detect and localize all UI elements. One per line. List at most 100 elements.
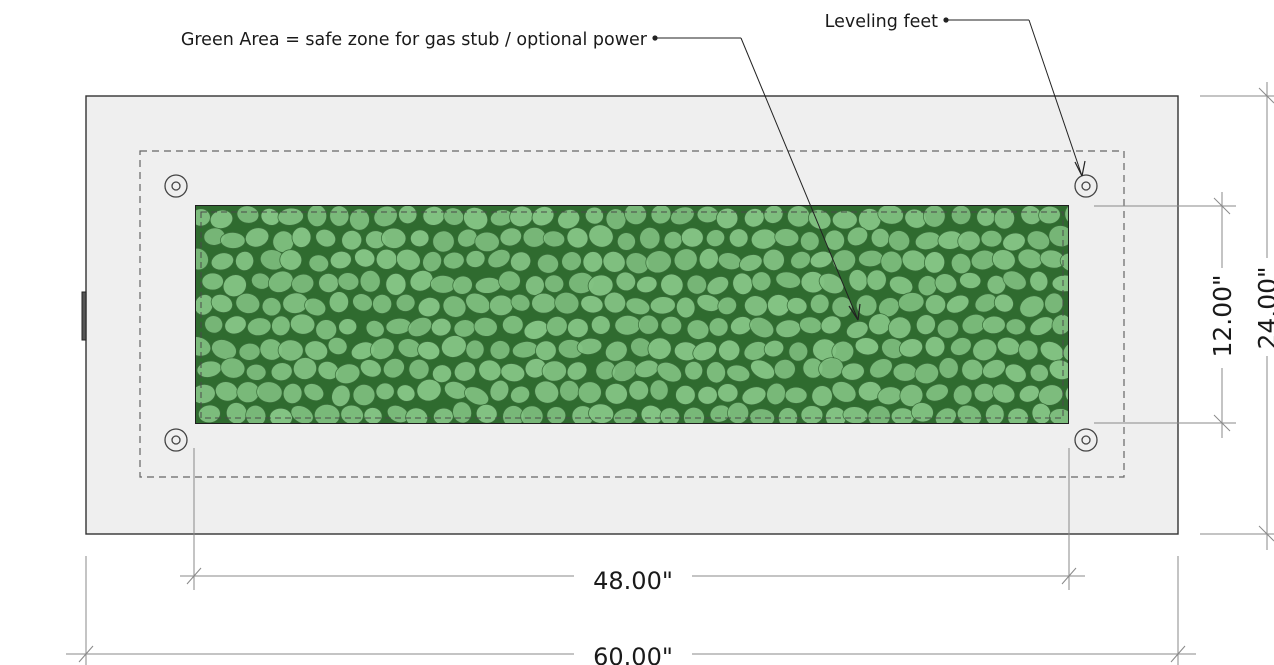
lava-stone xyxy=(683,406,705,423)
lava-stone xyxy=(1018,384,1040,403)
lava-stone xyxy=(1059,252,1068,273)
lava-stone xyxy=(854,337,880,356)
lava-stone xyxy=(775,271,801,289)
lava-stone xyxy=(282,382,303,405)
lava-stone xyxy=(478,359,502,382)
lava-stone xyxy=(525,275,545,296)
lava-stone xyxy=(934,273,958,294)
frame-outline xyxy=(139,150,1125,478)
lava-stone xyxy=(409,269,434,292)
lava-stone xyxy=(541,360,567,382)
lava-stone xyxy=(489,340,511,360)
lava-stone xyxy=(566,361,588,381)
lava-stone xyxy=(277,339,304,362)
lava-stone xyxy=(453,361,477,382)
lava-stone xyxy=(489,379,510,402)
lava-stone xyxy=(381,227,407,249)
tick-outer-right xyxy=(1170,645,1186,663)
lava-stone xyxy=(236,206,260,224)
lava-stone xyxy=(645,250,672,274)
lava-stone xyxy=(375,382,395,401)
lava-stone xyxy=(910,402,934,423)
lava-stone xyxy=(762,248,785,271)
lava-stone xyxy=(708,317,729,337)
lava-stone xyxy=(628,380,649,401)
lava-stone xyxy=(396,248,421,271)
lava-stone xyxy=(510,293,531,312)
lava-stone xyxy=(196,247,209,271)
lava-stone xyxy=(220,357,246,379)
lava-stone xyxy=(334,363,361,385)
lava-stone xyxy=(1019,295,1045,318)
lava-stone xyxy=(245,363,267,381)
lava-stone xyxy=(452,275,473,295)
lava-stone xyxy=(976,207,996,227)
lava-stone xyxy=(992,383,1016,404)
lava-stone xyxy=(867,405,891,423)
lava-stone xyxy=(270,362,293,382)
leader-green-area-diag xyxy=(740,37,859,321)
lava-stone xyxy=(546,315,568,337)
lava-stone xyxy=(728,228,749,248)
lava-stone xyxy=(500,363,526,383)
lava-stone xyxy=(1029,316,1054,336)
inner-width-label: 48.00" xyxy=(593,567,673,595)
leveling-foot-bottom-right xyxy=(1074,428,1098,452)
lava-stone xyxy=(365,319,385,338)
lava-stone xyxy=(744,295,768,317)
lava-stone xyxy=(787,206,811,228)
lava-stone xyxy=(261,297,282,317)
lava-stone xyxy=(715,207,739,230)
lava-stone xyxy=(784,386,808,404)
lava-stone xyxy=(304,297,327,317)
lava-stone xyxy=(660,273,684,297)
lava-stone xyxy=(727,401,750,423)
lava-stone xyxy=(291,226,312,248)
lava-stone xyxy=(686,274,708,295)
lava-stone xyxy=(587,274,614,297)
lava-stone xyxy=(1048,359,1068,381)
lava-stone xyxy=(246,317,272,337)
lava-stone xyxy=(786,297,808,315)
tick-depth-top xyxy=(1213,197,1231,215)
lava-stone xyxy=(846,320,869,339)
lava-stone xyxy=(327,336,348,356)
lava-stone xyxy=(799,231,820,252)
lava-stone xyxy=(824,229,845,251)
lava-stone xyxy=(615,271,637,292)
lava-stone xyxy=(950,206,972,226)
lava-stone xyxy=(318,272,339,294)
lava-stone xyxy=(952,384,973,406)
lava-stone xyxy=(831,340,855,363)
lava-stone xyxy=(522,226,547,248)
lava-stone xyxy=(1064,383,1068,405)
side-bracket xyxy=(81,291,87,341)
lava-stone xyxy=(888,275,914,295)
lava-stone xyxy=(410,229,430,248)
lava-stone xyxy=(751,271,772,292)
lava-stone xyxy=(718,339,741,362)
burner-pan xyxy=(195,205,1069,424)
lava-stone xyxy=(809,293,830,314)
lava-stone xyxy=(924,251,946,274)
lava-stone xyxy=(567,317,589,339)
lava-stone xyxy=(198,404,221,423)
lava-stone xyxy=(590,315,611,335)
lava-stone xyxy=(329,250,352,270)
lava-stone xyxy=(1049,408,1068,423)
lava-stone xyxy=(936,318,959,339)
lava-stone xyxy=(602,251,626,273)
lava-stone xyxy=(329,206,350,227)
lava-stone xyxy=(1051,314,1068,336)
lava-stone xyxy=(846,226,869,247)
lava-stone xyxy=(698,247,719,270)
lava-stone xyxy=(1039,341,1065,362)
lava-stone xyxy=(502,315,524,335)
lava-stone xyxy=(950,337,972,356)
lava-stone xyxy=(982,359,1006,379)
lava-stone xyxy=(1064,206,1068,225)
lava-stone xyxy=(340,404,364,423)
lava-stone xyxy=(535,340,557,361)
lava-stone xyxy=(577,381,602,404)
lava-stone xyxy=(869,358,893,379)
